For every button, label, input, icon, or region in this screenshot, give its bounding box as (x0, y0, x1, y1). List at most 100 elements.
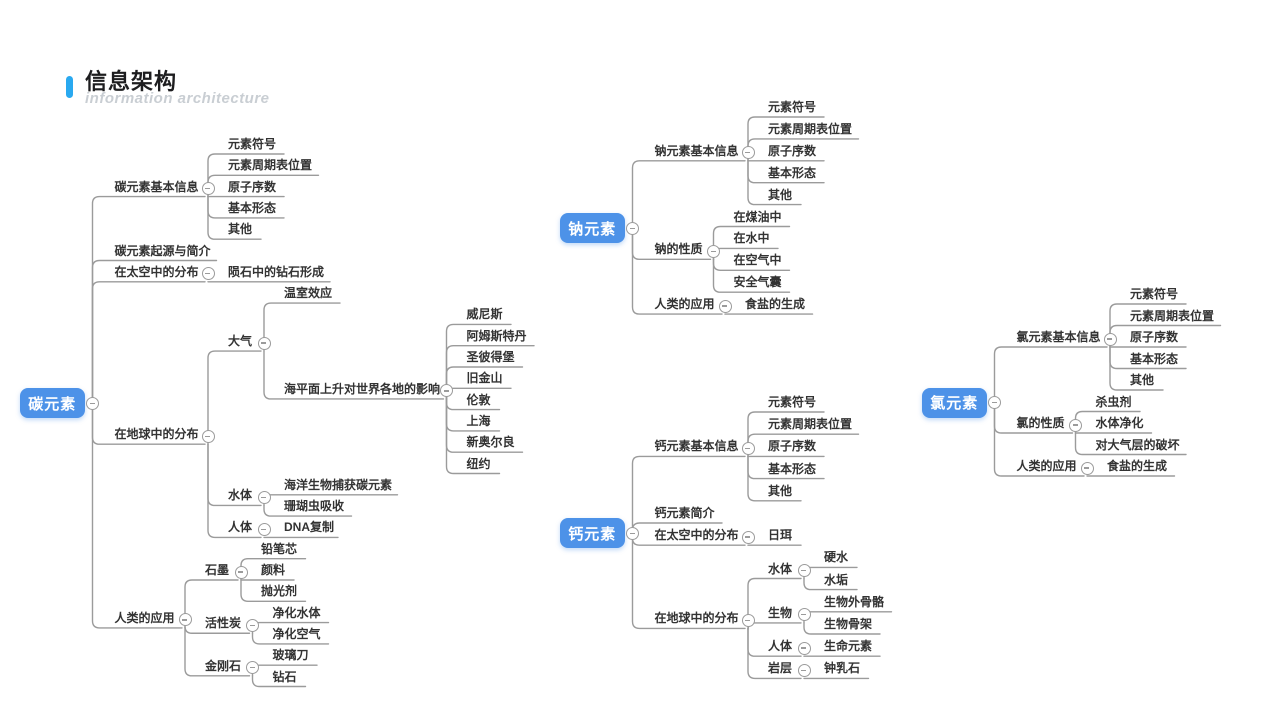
mindmap-node[interactable]: 铅笔芯 (261, 541, 298, 556)
collapse-icon[interactable] (440, 384, 453, 398)
mindmap-node[interactable]: 元素符号 (768, 100, 817, 114)
mindmap-node[interactable]: 水体 (228, 488, 253, 503)
collapse-icon[interactable] (797, 564, 811, 577)
collapse-icon[interactable] (626, 221, 639, 235)
mindmap-node[interactable]: 钠的性质 (654, 242, 703, 257)
mindmap-node[interactable]: 元素符号 (768, 395, 817, 409)
mindmap-node[interactable]: 钠元素基本信息 (654, 143, 739, 158)
collapse-icon[interactable] (201, 267, 215, 281)
collapse-icon[interactable] (797, 608, 811, 622)
collapse-icon[interactable] (246, 661, 259, 675)
mindmap-node[interactable]: 新奥尔良 (466, 435, 515, 450)
mindmap-node[interactable]: 伦敦 (466, 392, 491, 407)
mindmap-node[interactable]: 生物外骨骼 (824, 594, 885, 609)
mindmap-node[interactable]: 食盐的生成 (1107, 459, 1168, 473)
mindmap-node[interactable]: 生命元素 (824, 639, 873, 654)
collapse-icon[interactable] (718, 299, 732, 313)
mindmap-node[interactable]: 元素周期表位置 (768, 417, 853, 432)
mindmap-node[interactable]: 原子序数 (768, 439, 817, 454)
mindmap-node[interactable]: 玻璃刀 (272, 648, 309, 663)
mindmap-node[interactable]: 基本形态 (1130, 351, 1179, 366)
mindmap-node[interactable]: 水体净化 (1095, 416, 1144, 430)
mindmap-node[interactable]: 元素周期表位置 (1130, 308, 1215, 323)
mindmap-node[interactable]: 在太空中的分布 (654, 528, 739, 543)
mindmap-node[interactable]: 氯元素基本信息 (1016, 330, 1101, 344)
mindmap-node[interactable]: 基本形态 (768, 461, 817, 476)
mindmap-node[interactable]: 净化水体 (272, 605, 321, 620)
mindmap-node[interactable]: 基本形态 (768, 165, 817, 180)
collapse-icon[interactable] (1080, 461, 1094, 475)
collapse-icon[interactable] (988, 396, 1001, 409)
mindmap-node[interactable]: 氯的性质 (1016, 416, 1065, 430)
mindmap-node[interactable]: 颜料 (261, 563, 286, 577)
collapse-icon[interactable] (1103, 332, 1117, 346)
mindmap-node[interactable]: 生物 (768, 605, 793, 620)
mindmap-node[interactable]: 其他 (228, 222, 253, 237)
collapse-icon[interactable] (257, 490, 271, 504)
mindmap-node[interactable]: 珊瑚虫吸收 (284, 499, 345, 514)
mindmap-node[interactable]: 钟乳石 (824, 661, 861, 676)
mindmap-node[interactable]: 海平面上升对世界各地的影响 (284, 381, 441, 396)
collapse-icon[interactable] (257, 522, 271, 536)
mindmap-node[interactable]: 碳元素起源与简介 (114, 243, 211, 258)
collapse-icon[interactable] (178, 613, 192, 627)
mindmap-node[interactable]: 阿姆斯特丹 (466, 328, 527, 343)
collapse-icon[interactable] (797, 663, 811, 677)
mindmap-node[interactable]: 原子序数 (228, 179, 277, 194)
mindmap-node[interactable]: 钻石 (272, 669, 297, 684)
mindmap-root-chlorine[interactable]: 氯元素 (922, 387, 987, 418)
mindmap-node[interactable]: 在太空中的分布 (114, 264, 199, 279)
mindmap-root-carbon[interactable]: 碳元素 (20, 388, 85, 419)
mindmap-node[interactable]: 圣彼得堡 (466, 350, 515, 364)
collapse-icon[interactable] (246, 618, 259, 632)
collapse-icon[interactable] (201, 182, 215, 196)
mindmap-node[interactable]: 杀虫剂 (1095, 394, 1132, 409)
collapse-icon[interactable] (86, 396, 99, 410)
collapse-icon[interactable] (741, 441, 755, 455)
mindmap-node[interactable]: DNA复制 (284, 520, 334, 535)
mindmap-node[interactable]: 人类的应用 (654, 297, 715, 312)
mindmap-node[interactable]: 活性炭 (205, 616, 242, 631)
mindmap-node[interactable]: 净化空气 (272, 626, 321, 641)
mindmap-node[interactable]: 人体 (768, 639, 793, 654)
mindmap-node[interactable]: 水体 (768, 561, 793, 576)
collapse-icon[interactable] (741, 530, 755, 544)
mindmap-node[interactable]: 食盐的生成 (745, 297, 806, 312)
mindmap-node[interactable]: 日珥 (768, 528, 793, 543)
mindmap-node[interactable]: 元素符号 (1130, 287, 1179, 301)
mindmap-node[interactable]: 人体 (228, 520, 253, 535)
mindmap-node[interactable]: 纽约 (466, 456, 491, 471)
mindmap-node[interactable]: 对大气层的破坏 (1095, 437, 1180, 452)
mindmap-node[interactable]: 水垢 (824, 572, 849, 587)
mindmap-node[interactable]: 原子序数 (1130, 330, 1179, 344)
mindmap-node[interactable]: 碳元素基本信息 (114, 179, 199, 194)
mindmap-node[interactable]: 生物骨架 (824, 617, 873, 631)
mindmap-node[interactable]: 在水中 (733, 231, 770, 246)
mindmap-root-sodium[interactable]: 钠元素 (560, 213, 625, 244)
collapse-icon[interactable] (201, 429, 215, 443)
mindmap-node[interactable]: 温室效应 (284, 286, 333, 301)
mindmap-node[interactable]: 在煤油中 (733, 209, 782, 224)
mindmap-node[interactable]: 在地球中的分布 (114, 427, 199, 442)
mindmap-node[interactable]: 在地球中的分布 (654, 611, 739, 626)
mindmap-node[interactable]: 其他 (1130, 373, 1155, 387)
mindmap-node[interactable]: 人类的应用 (114, 610, 175, 625)
mindmap-node[interactable]: 其他 (768, 187, 793, 202)
mindmap-node[interactable]: 岩层 (768, 661, 793, 676)
collapse-icon[interactable] (741, 146, 755, 160)
mindmap-node[interactable]: 上海 (466, 413, 491, 428)
collapse-icon[interactable] (626, 526, 639, 540)
mindmap-node[interactable]: 元素周期表位置 (768, 121, 853, 136)
mindmap-node[interactable]: 安全气囊 (733, 275, 782, 290)
collapse-icon[interactable] (234, 565, 248, 579)
mindmap-node[interactable]: 元素符号 (228, 137, 277, 151)
mindmap-node[interactable]: 大气 (228, 334, 253, 349)
collapse-icon[interactable] (797, 641, 811, 655)
mindmap-node[interactable]: 钙元素简介 (654, 506, 715, 520)
mindmap-node[interactable]: 金刚石 (205, 658, 242, 673)
mindmap-node[interactable]: 原子序数 (768, 143, 817, 158)
mindmap-node[interactable]: 海洋生物捕获碳元素 (284, 477, 393, 492)
mindmap-root-calcium[interactable]: 钙元素 (560, 518, 625, 549)
collapse-icon[interactable] (1069, 418, 1082, 432)
mindmap-node[interactable]: 硬水 (824, 550, 849, 565)
